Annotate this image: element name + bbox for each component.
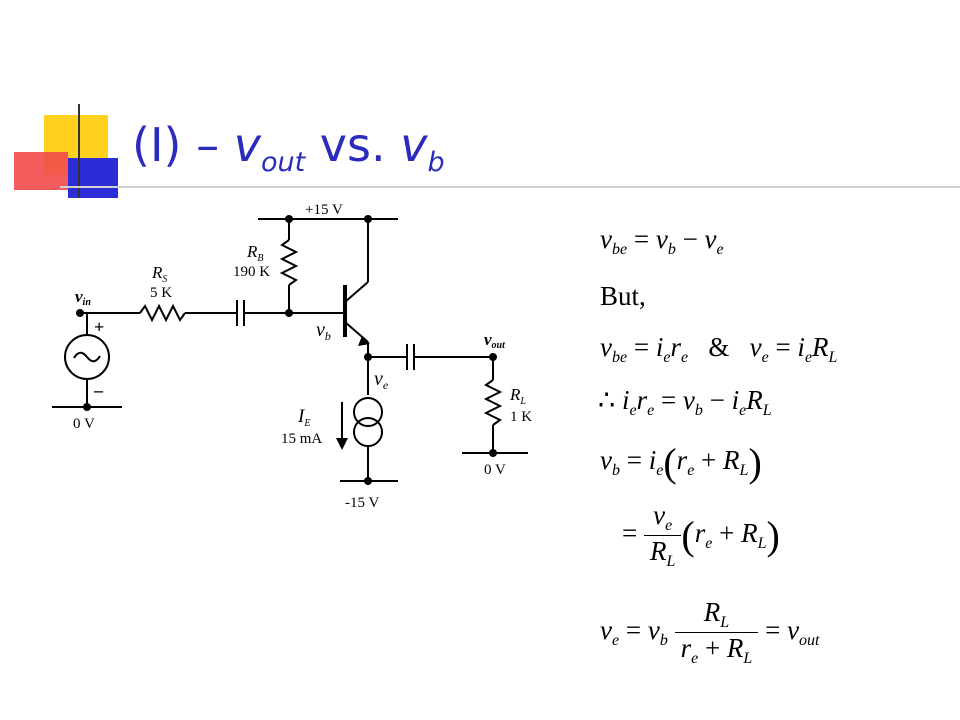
rl-value: 1 K <box>510 409 532 425</box>
eq-but: But, <box>600 281 646 311</box>
eq-vb: vb = ie(re + RL) <box>600 440 762 485</box>
ve-label: ve <box>374 368 389 392</box>
supply-bottom-label: -15 V <box>345 495 379 511</box>
ie-label: IE <box>297 406 310 429</box>
source-minus-label: – <box>93 380 104 400</box>
rs-value: 5 K <box>150 285 172 301</box>
vout-label: vout <box>484 330 506 351</box>
ie-value: 15 mA <box>281 431 322 447</box>
ground-left-label: 0 V <box>73 416 95 432</box>
supply-top-label: +15 V <box>305 202 343 218</box>
title-underline <box>60 186 960 188</box>
vb-label: vb <box>316 319 331 343</box>
source-plus-label: + <box>94 317 104 337</box>
deco-blue-square <box>68 158 118 198</box>
deco-red-square <box>14 152 68 190</box>
rb-label: RB <box>246 242 264 264</box>
eq-vbe-def: vbe = vb − ve <box>600 224 724 258</box>
vin-label: vin <box>75 287 91 308</box>
rs-label: RS <box>151 263 167 285</box>
slide-title: (I) – vout vs. vb <box>132 118 445 178</box>
eq-vbe-ie: vbe = iere & ve = ieRL <box>600 332 838 366</box>
ground-right-label: 0 V <box>484 462 506 478</box>
eq-therefore: ∴ iere = vb − ieRL <box>598 385 772 419</box>
rb-value: 190 K <box>233 264 270 280</box>
rl-label: RL <box>509 385 526 407</box>
deco-vertical-line <box>78 104 80 198</box>
